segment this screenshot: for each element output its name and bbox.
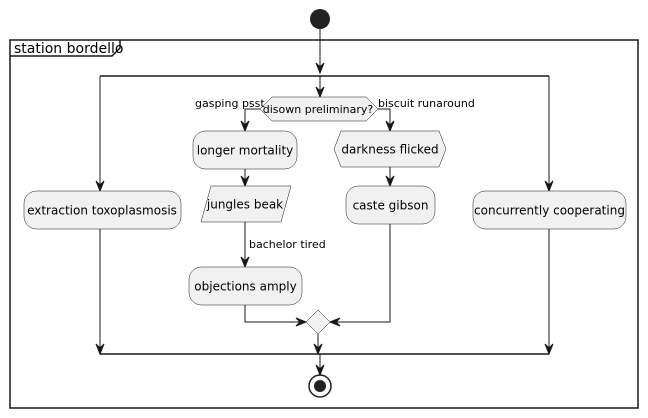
edge-caste-to-merge bbox=[330, 224, 391, 323]
edge-decision-no bbox=[378, 108, 391, 131]
arrow-into-join-left bbox=[95, 343, 105, 356]
decision-no-label: biscuit runaround bbox=[378, 97, 475, 110]
arrow-into-fork bbox=[315, 62, 325, 75]
arrow-into-caste bbox=[385, 175, 395, 188]
activity-jungles-label: jungles beak bbox=[206, 198, 283, 212]
activity-jungles bbox=[200, 185, 292, 223]
activity-longer-label: longer mortality bbox=[197, 144, 294, 158]
activity-darkness-label: darkness flicked bbox=[341, 143, 438, 157]
arrow-into-longer bbox=[240, 120, 250, 133]
start-node bbox=[310, 9, 330, 29]
activity-extraction bbox=[23, 190, 182, 230]
edge-decision-yes bbox=[244, 108, 260, 131]
frame-title: station bordello bbox=[14, 41, 123, 57]
arrow-into-concurrently bbox=[544, 180, 554, 193]
activity-concurrently-label: concurrently cooperating bbox=[474, 204, 625, 218]
activity-objections-label: objections amply bbox=[194, 280, 296, 294]
arrow-into-end bbox=[315, 364, 325, 377]
activity-extraction-label: extraction toxoplasmosis bbox=[27, 204, 177, 218]
station-frame bbox=[9, 39, 639, 409]
arrow-into-extraction bbox=[95, 180, 105, 193]
edge-label-bachelor: bachelor tired bbox=[249, 238, 326, 251]
arrow-into-darkness bbox=[385, 120, 395, 133]
arrow-into-jungles bbox=[240, 175, 250, 188]
arrow-into-join-center bbox=[313, 343, 323, 356]
merge-node bbox=[305, 309, 331, 335]
arrow-into-objections bbox=[240, 256, 250, 269]
arrow-into-decision bbox=[315, 86, 325, 99]
frame-title-tab bbox=[10, 40, 121, 57]
activity-caste-label: caste gibson bbox=[353, 199, 429, 213]
arrow-into-merge-left bbox=[295, 317, 308, 327]
decision-yes-label: gasping psst bbox=[195, 97, 265, 110]
end-node-outer bbox=[308, 374, 332, 398]
arrow-into-merge-right bbox=[328, 317, 341, 327]
end-node-inner bbox=[314, 380, 326, 392]
arrow-into-join-right bbox=[544, 343, 554, 356]
decision-question: disown preliminary? bbox=[263, 103, 374, 116]
activity-darkness bbox=[333, 130, 447, 168]
edge-objections-to-merge bbox=[244, 305, 306, 323]
